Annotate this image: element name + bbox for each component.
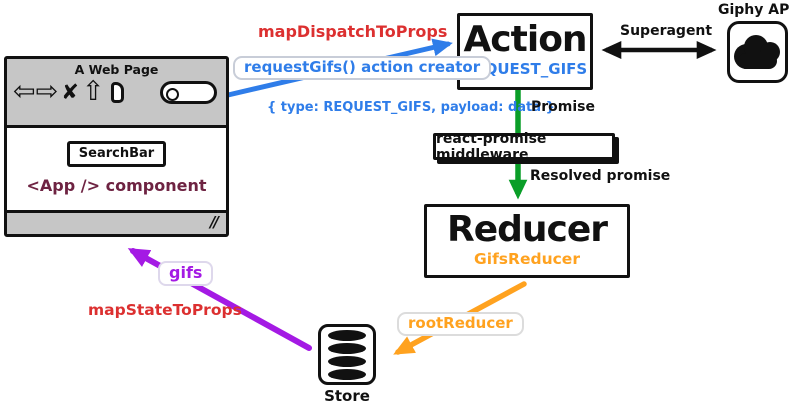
map-state-to-props-label: mapStateToProps xyxy=(88,301,242,319)
action-payload-label: { type: REQUEST_GIFS, payload: data } xyxy=(267,100,555,115)
search-icon xyxy=(160,80,217,104)
promise-label: Promise xyxy=(531,99,595,115)
store-box xyxy=(318,324,376,385)
web-page-title: A Web Page xyxy=(74,62,159,77)
database-icon xyxy=(328,329,366,380)
reducer-name-label: GifsReducer xyxy=(474,249,580,268)
giphy-api-label: Giphy API xyxy=(718,2,789,18)
store-label: Store xyxy=(324,387,370,405)
action-title: Action xyxy=(463,19,587,60)
browser-statusbar: // xyxy=(7,210,226,234)
reducer-box: Reducer GifsReducer xyxy=(424,204,630,278)
forward-arrow-icon: ⇨ xyxy=(35,76,59,107)
reducer-title: Reducer xyxy=(446,209,608,250)
superagent-label: Superagent xyxy=(620,23,713,39)
resize-handle-icon: // xyxy=(210,213,219,231)
giphy-api-box xyxy=(727,21,788,83)
back-arrow-icon: ⇦ xyxy=(13,76,36,107)
browser-toolbar: A Web Page ⇦ ⇨ ✘ ⇧ xyxy=(7,59,226,128)
map-dispatch-to-props-label: mapDispatchToProps xyxy=(258,22,448,41)
resolved-promise-label: Resolved promise xyxy=(530,168,671,184)
searchbar-component: SearchBar xyxy=(66,141,167,167)
request-gifs-creator-label: requestGifs() action creator xyxy=(233,56,492,80)
action-box: Action REQUEST_GIFS xyxy=(457,13,593,90)
root-reducer-label: rootReducer xyxy=(397,312,524,336)
web-page-content: SearchBar <App /> component xyxy=(7,128,226,210)
gifs-label: gifs xyxy=(158,261,214,286)
cloud-icon xyxy=(734,35,780,69)
home-icon: ⇧ xyxy=(81,76,105,107)
action-type-label: REQUEST_GIFS xyxy=(462,59,588,78)
page-icon xyxy=(111,81,125,103)
middleware-box: react-promise middleware xyxy=(433,131,615,163)
web-page-window: A Web Page ⇦ ⇨ ✘ ⇧ SearchBar <App /> com… xyxy=(4,56,229,237)
browser-toolbar-icons: ⇦ ⇨ ✘ ⇧ xyxy=(13,77,220,107)
close-icon: ✘ xyxy=(61,80,79,104)
app-component-label: <App /> component xyxy=(26,176,207,195)
